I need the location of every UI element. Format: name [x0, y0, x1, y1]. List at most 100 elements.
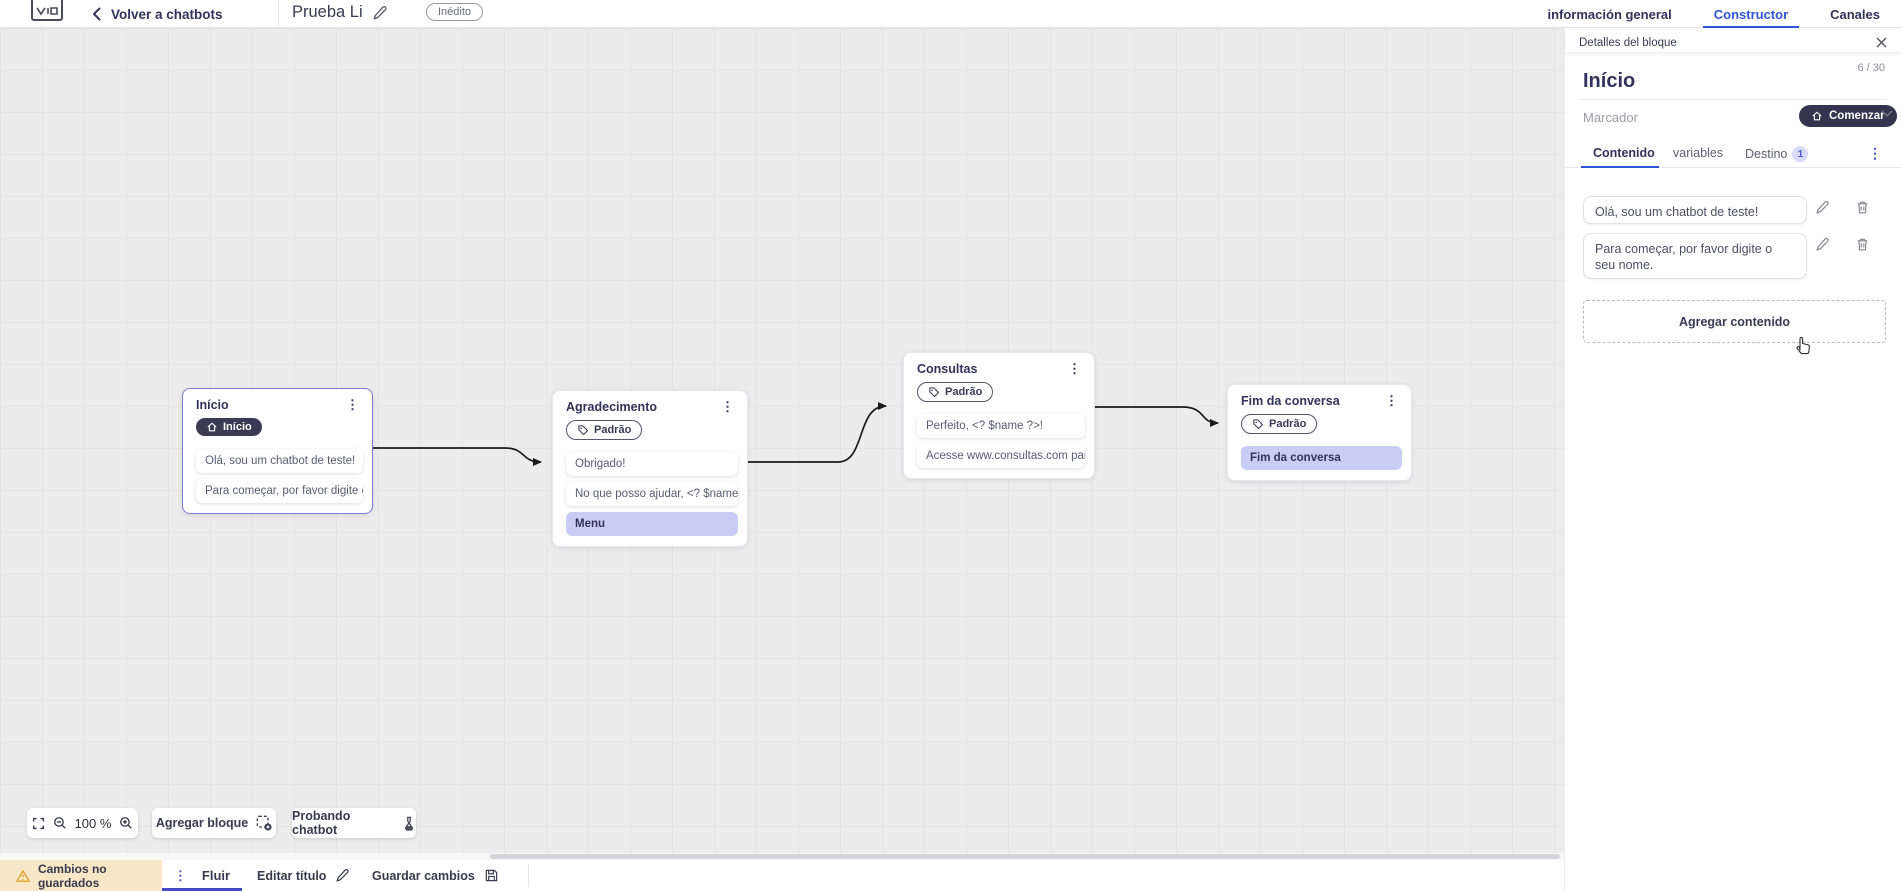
- marker-select[interactable]: Comenzar: [1799, 105, 1897, 127]
- scrollbar-thumb[interactable]: [490, 854, 1560, 859]
- node-title: Agradecimento: [566, 400, 657, 414]
- start-marker-pill: Início: [196, 418, 262, 436]
- node-menu-icon[interactable]: ⋮: [346, 397, 360, 412]
- save-changes-label: Guardar cambios: [372, 868, 475, 883]
- flow-node-consultas[interactable]: Consultas ⋮ Padrão Perfeito, <? $name ?>…: [903, 352, 1095, 479]
- flow-tab-label: Fluir: [201, 868, 231, 883]
- panel-header: Detalles del bloque: [1565, 33, 1901, 52]
- tab-fluir[interactable]: ⋮ Fluir: [162, 860, 242, 891]
- chevron-left-icon: [93, 7, 101, 21]
- block-details-panel: Detalles del bloque Início 6 / 30 Marcad…: [1564, 28, 1901, 891]
- home-icon: [1812, 111, 1822, 121]
- fullscreen-icon[interactable]: [32, 817, 45, 830]
- content-item[interactable]: Olá, sou um chatbot de teste!: [1583, 196, 1807, 224]
- node-menu-icon[interactable]: ⋮: [1068, 361, 1082, 376]
- char-counter: 6 / 30: [1857, 62, 1885, 74]
- add-content-button[interactable]: Agregar contenido: [1583, 300, 1886, 343]
- main-tabs: información general Constructor Canales: [1526, 0, 1901, 28]
- tab-informacion-general[interactable]: información general: [1547, 6, 1672, 22]
- warning-label: Cambios no guardados: [37, 861, 107, 890]
- pill-label: Início: [223, 421, 252, 433]
- flow-title: Prueba Li: [292, 3, 363, 21]
- zoom-out-icon[interactable]: [53, 816, 67, 830]
- edit-content-pencil-icon[interactable]: [1815, 237, 1830, 252]
- panel-header-title: Detalles del bloque: [1579, 36, 1677, 49]
- node-menu-icon[interactable]: ⋮: [721, 399, 735, 414]
- node-message-card[interactable]: Acesse www.consultas.com par...: [917, 444, 1085, 468]
- tag-icon: [1253, 419, 1264, 430]
- node-title: Consultas: [917, 362, 978, 376]
- tab-label: Contenido: [1593, 146, 1655, 160]
- test-chatbot-label: Probando chatbot: [292, 809, 351, 837]
- home-icon: [207, 422, 217, 432]
- tag-icon: [929, 387, 940, 398]
- save-changes-button[interactable]: Guardar cambios: [372, 860, 499, 891]
- tab-destino[interactable]: Destino 1: [1745, 146, 1809, 162]
- panel-tabs-menu-icon[interactable]: ⋮: [1868, 145, 1883, 161]
- node-message-card[interactable]: Perfeito, <? $name ?>!: [917, 414, 1085, 438]
- bottom-status-bar: Cambios no guardados ⋮ Fluir Editar títu…: [0, 860, 1564, 891]
- node-message-card[interactable]: Olá, sou um chatbot de teste!: [196, 449, 363, 473]
- status-badge: Inédito: [426, 3, 484, 21]
- add-block-button[interactable]: Agregar bloque: [152, 808, 276, 838]
- delete-content-trash-icon[interactable]: [1855, 200, 1870, 215]
- horizontal-scrollbar[interactable]: [0, 853, 1564, 860]
- active-tab-underline: [1581, 166, 1659, 168]
- node-message-card[interactable]: Para começar, por favor digite o ...: [196, 479, 363, 503]
- node-title: Fim da conversa: [1241, 394, 1340, 408]
- tab-variables[interactable]: variables: [1673, 146, 1723, 160]
- flow-tab-menu-icon[interactable]: ⋮: [173, 867, 188, 883]
- pencil-icon: [336, 868, 350, 882]
- tab-canales[interactable]: Canales: [1830, 6, 1880, 22]
- divider: [528, 864, 529, 887]
- content-item[interactable]: Para começar, por favor digite o seu nom…: [1583, 233, 1807, 279]
- app-logo: [31, 0, 63, 21]
- close-icon[interactable]: [1876, 37, 1887, 48]
- flow-node-inicio[interactable]: Início ⋮ Início Olá, sou um chatbot de t…: [182, 388, 373, 514]
- add-block-label: Agregar bloque: [155, 816, 249, 830]
- flow-canvas[interactable]: Início ⋮ Início Olá, sou um chatbot de t…: [0, 28, 1564, 860]
- marker-value: Comenzar: [1829, 110, 1885, 122]
- top-bar: Volver a chatbots Prueba Li Inédito info…: [0, 0, 1901, 28]
- node-message-card[interactable]: Obrigado!: [566, 452, 738, 476]
- default-marker-pill: Padrão: [1241, 414, 1318, 434]
- block-title: Início: [1583, 70, 1636, 92]
- default-marker-pill: Padrão: [917, 382, 994, 402]
- tab-contenido[interactable]: Contenido: [1593, 146, 1655, 160]
- delete-content-trash-icon[interactable]: [1855, 237, 1870, 252]
- node-menu-icon[interactable]: ⋮: [1385, 393, 1399, 408]
- destino-count-badge: 1: [1792, 146, 1809, 162]
- panel-tabs: Contenido variables Destino 1 ⋮: [1565, 140, 1901, 168]
- back-to-chatbots-button[interactable]: Volver a chatbots: [92, 0, 223, 28]
- test-chatbot-button[interactable]: Probando chatbot: [292, 808, 416, 838]
- node-menu-card[interactable]: Menu: [566, 512, 738, 536]
- flow-node-agradecimento[interactable]: Agradecimento ⋮ Padrão Obrigado! No que …: [552, 390, 748, 547]
- tag-icon: [578, 425, 589, 436]
- pill-label: Padrão: [1269, 418, 1307, 430]
- header-divider: [278, 0, 279, 28]
- divider: [1579, 99, 1887, 100]
- unsaved-changes-warning: Cambios no guardados: [0, 860, 162, 891]
- tab-label: Destino: [1745, 147, 1788, 161]
- edit-title-label: Editar título: [257, 868, 327, 883]
- back-label: Volver a chatbots: [111, 6, 223, 22]
- tab-label: variables: [1673, 146, 1724, 160]
- edit-title-pencil-icon[interactable]: [372, 5, 388, 21]
- pill-label: Padrão: [594, 424, 632, 436]
- warning-triangle-icon: [16, 869, 30, 882]
- tab-constructor[interactable]: Constructor: [1693, 0, 1809, 28]
- node-menu-card[interactable]: Fim da conversa: [1241, 446, 1402, 470]
- save-floppy-icon: [485, 869, 498, 882]
- chevron-down-icon[interactable]: [1881, 110, 1893, 118]
- edit-content-pencil-icon[interactable]: [1815, 200, 1830, 215]
- zoom-in-icon[interactable]: [119, 816, 133, 830]
- flow-node-fim-da-conversa[interactable]: Fim da conversa ⋮ Padrão Fim da conversa: [1227, 384, 1412, 481]
- add-block-icon: [256, 815, 272, 831]
- edit-title-button[interactable]: Editar título: [257, 860, 350, 891]
- flask-icon: [402, 816, 416, 831]
- marker-label: Marcador: [1583, 110, 1638, 125]
- node-message-card[interactable]: No que posso ajudar, <? $name ...: [566, 482, 738, 506]
- zoom-level: 100 %: [74, 815, 112, 831]
- default-marker-pill: Padrão: [566, 420, 643, 440]
- node-title: Início: [196, 398, 229, 412]
